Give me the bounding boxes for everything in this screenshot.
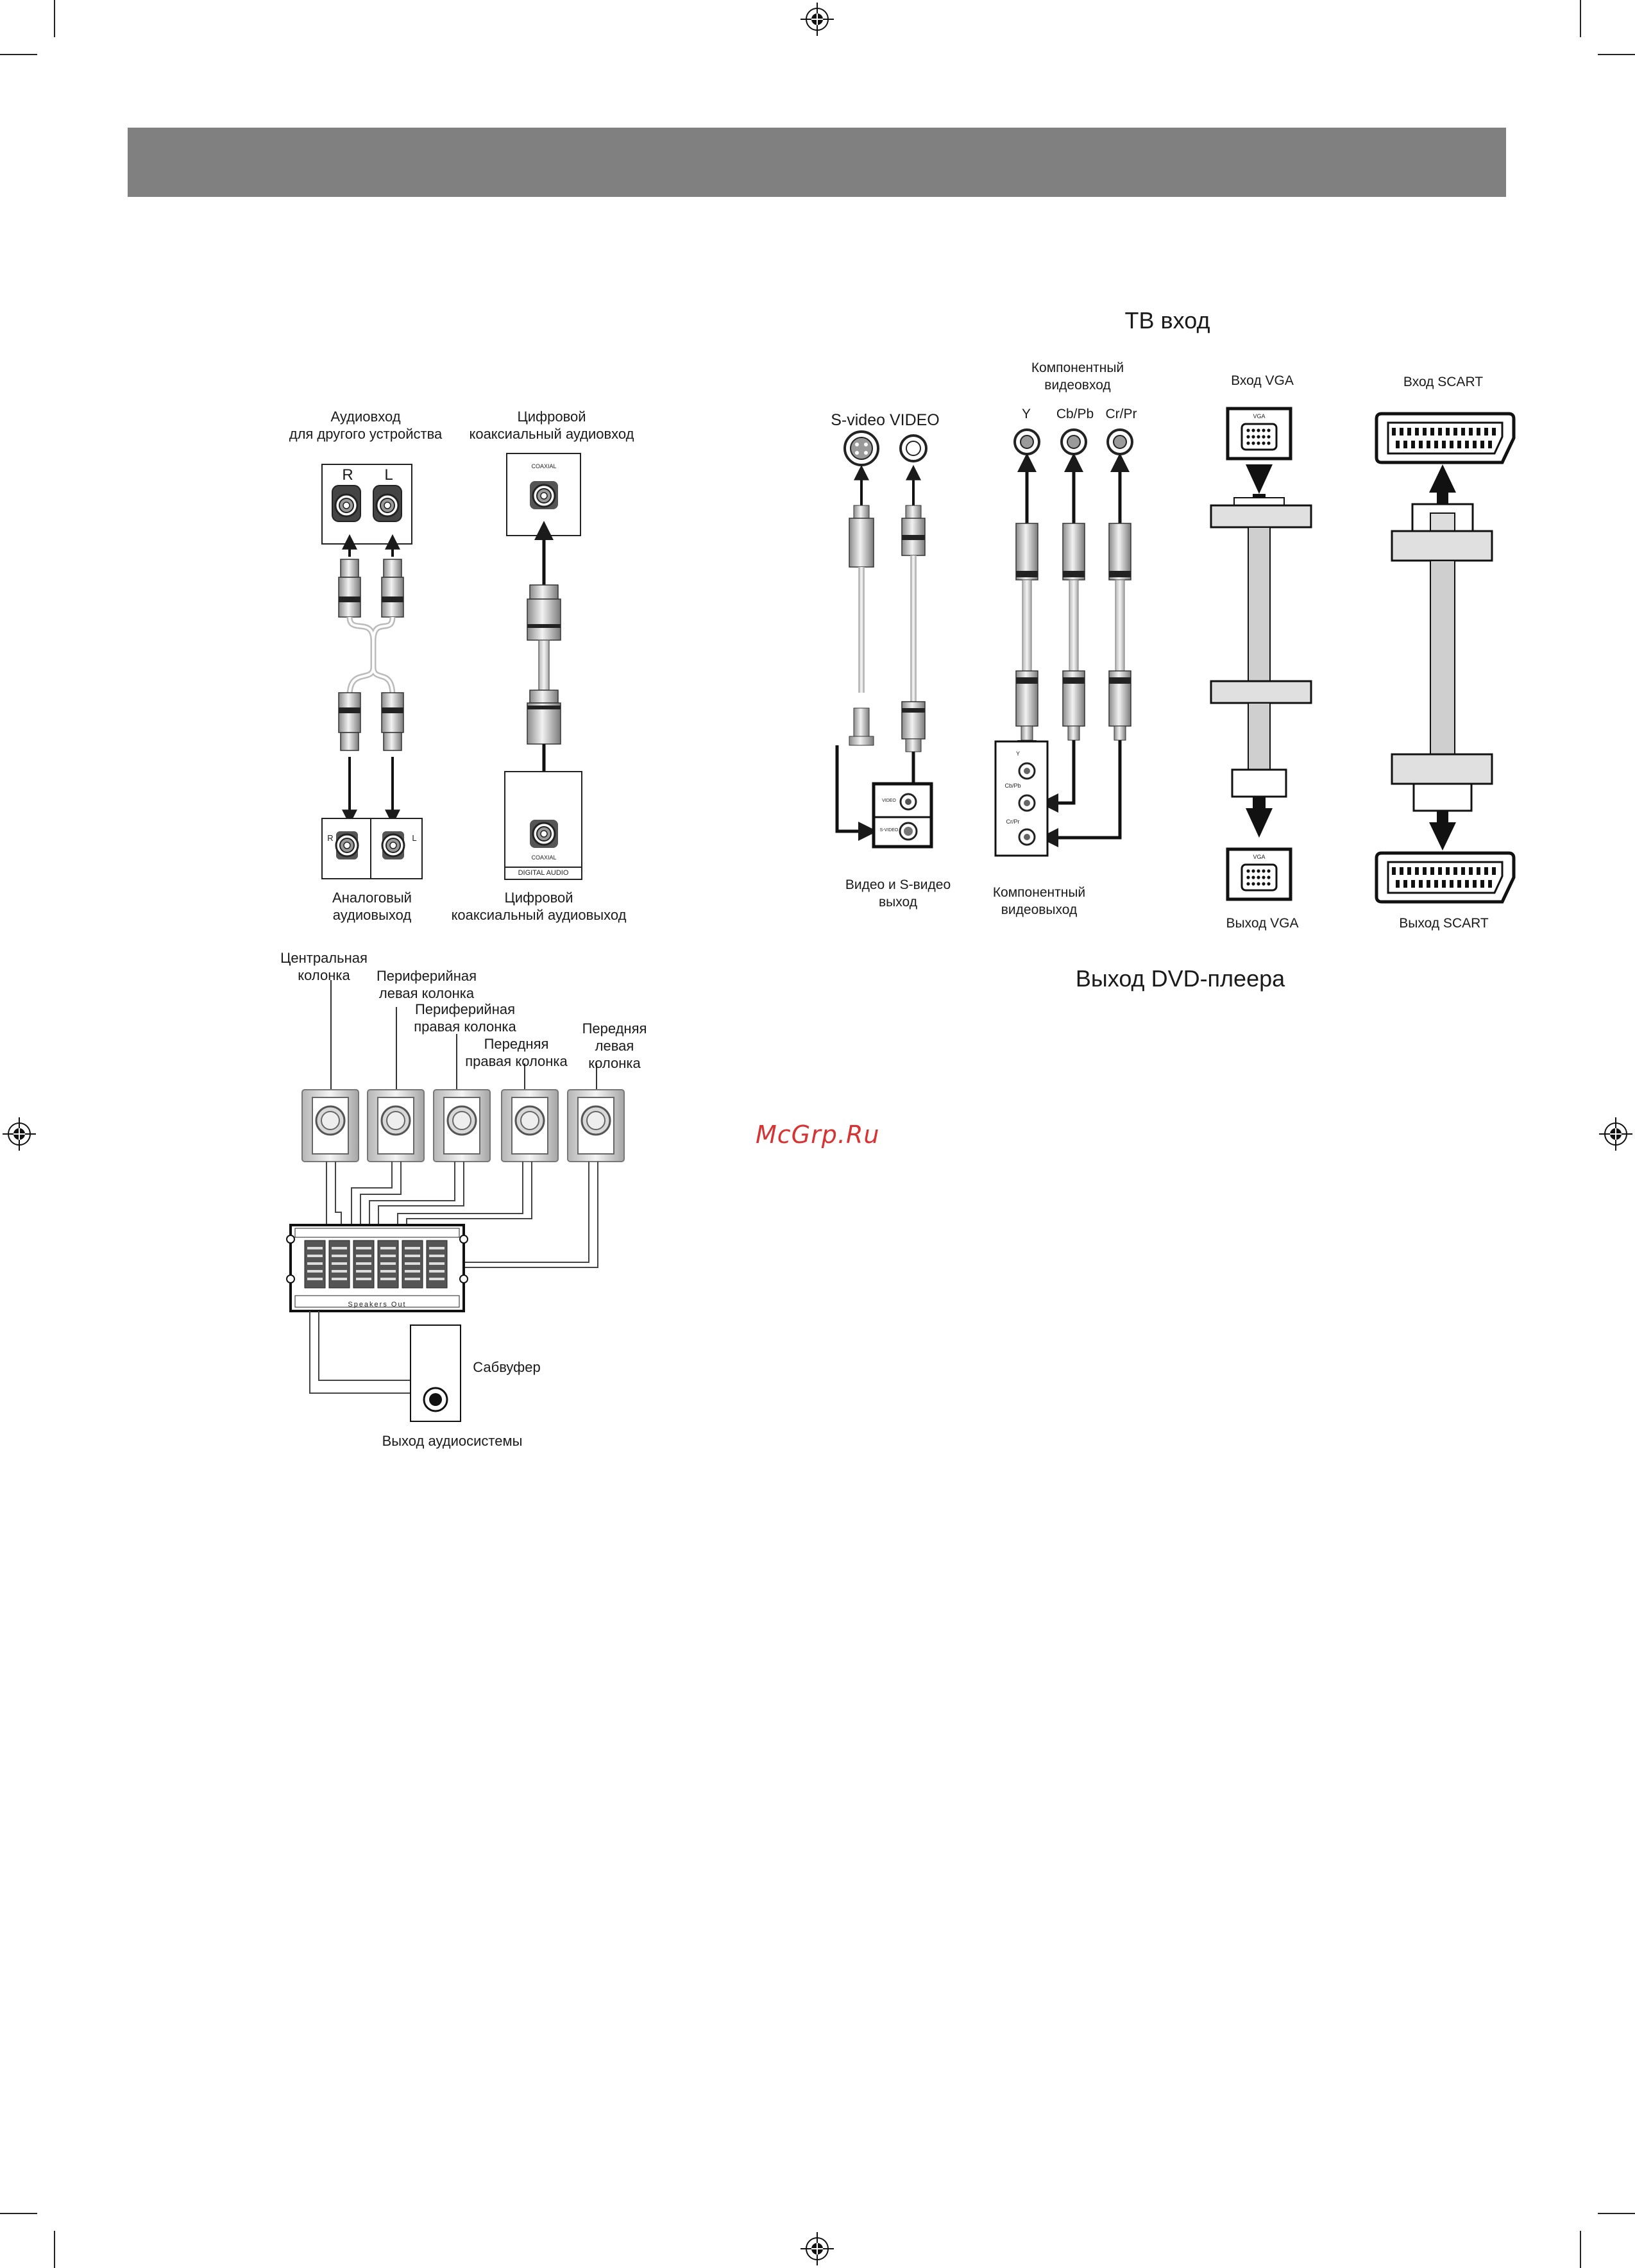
coaxial-output-panel <box>504 771 582 880</box>
speaker-surround-left <box>366 1088 425 1163</box>
video-output-label: Видео и S-видео выход <box>845 877 951 910</box>
analog-audio-input-panel <box>321 464 412 545</box>
scart-output-port <box>1377 853 1514 902</box>
analog-audio-input-label: Аудиовход для другого устройства <box>289 409 443 442</box>
component-in-cb-label: Cb/Pb <box>1056 407 1094 421</box>
digital-audio-tag: DIGITAL AUDIO <box>518 869 569 877</box>
svideo-video-label: S-video VIDEO <box>831 411 940 429</box>
tv-input-title: ТВ вход <box>1124 307 1210 334</box>
subwoofer-box <box>410 1324 461 1422</box>
video-out-tag: VIDEO <box>882 799 896 803</box>
svideo-video-input-jacks <box>843 430 928 466</box>
component-input-label: Компонентный видеовход <box>1031 360 1124 393</box>
subwoofer-label: Сабвуфер <box>473 1359 541 1375</box>
vga-in-port-tag: VGA <box>1253 413 1266 419</box>
component-out-cr-label: Cr/Pr <box>1006 818 1020 825</box>
header-bar <box>128 128 1506 197</box>
vga-input-label: Вход VGA <box>1231 373 1294 388</box>
subwoofer-wires <box>309 1311 411 1394</box>
scart-output-label: Выход SCART <box>1399 916 1489 931</box>
speaker-surround-right <box>432 1088 491 1163</box>
registration-mark-left <box>2 1117 37 1151</box>
component-output-label: Компонентный видеовыход <box>992 885 1086 917</box>
speaker-center <box>301 1088 360 1163</box>
surround-left-speaker-label: Периферийная левая колонка <box>376 968 477 1001</box>
speaker-leader-lines <box>330 980 597 1090</box>
video-output-panel <box>872 782 933 849</box>
component-input-jacks <box>1013 428 1133 455</box>
component-out-y-label: Y <box>1015 750 1020 757</box>
component-in-cr-label: Cr/Pr <box>1105 407 1137 421</box>
surround-right-speaker-label: Периферийная правая колонка <box>414 1001 516 1035</box>
audio-in-r-label: R <box>342 466 353 484</box>
scart-cable <box>1391 464 1493 851</box>
coaxial-input-label: Цифровой коаксиальный аудиовход <box>469 409 634 442</box>
vga-out-port-tag: VGA <box>1253 854 1266 860</box>
speaker-front-right <box>500 1088 559 1163</box>
coaxial-cable <box>527 521 561 836</box>
svideo-video-cables <box>835 464 926 841</box>
front-left-speaker-label: Передняя левая колонка <box>582 1020 647 1071</box>
watermark-text: McGrp.Ru <box>756 1121 880 1149</box>
audio-out-l-label: L <box>412 833 417 843</box>
dvd-output-title: Выход DVD-плеера <box>1075 965 1285 992</box>
analog-audio-output-label: Аналоговый аудиовыход <box>332 890 412 923</box>
coaxial-output-label: Цифровой коаксиальный аудиовыход <box>451 890 627 923</box>
front-right-speaker-label: Передняя правая колонка <box>465 1036 568 1069</box>
scart-input-port <box>1377 414 1514 462</box>
registration-mark-bottom <box>800 2231 834 2266</box>
analog-audio-cable <box>338 534 404 825</box>
registration-mark-right <box>1598 1117 1633 1151</box>
vga-output-label: Выход VGA <box>1226 916 1299 931</box>
component-out-cb-label: Cb/Pb <box>1004 783 1021 789</box>
speakers-out-tag: Speakers Out <box>348 1301 407 1308</box>
analog-audio-output-panel <box>321 818 423 879</box>
registration-mark-top <box>800 2 834 37</box>
svideo-out-tag: S-VIDEO <box>879 828 899 833</box>
audio-system-output-label: Выход аудиосистемы <box>382 1433 523 1449</box>
speaker-wires <box>326 1162 598 1268</box>
coaxial-in-tag: COAXIAL <box>531 463 557 470</box>
center-speaker-label: Центральная колонка <box>280 950 368 983</box>
amplifier-terminal-panel <box>286 1224 468 1312</box>
component-output-panel <box>994 740 1049 857</box>
coaxial-out-tag: COAXIAL <box>531 854 557 861</box>
audio-in-l-label: L <box>384 466 393 484</box>
scart-input-label: Вход SCART <box>1403 375 1484 389</box>
component-in-y-label: Y <box>1021 407 1031 421</box>
audio-out-r-label: R <box>327 833 334 843</box>
vga-cable <box>1210 464 1312 838</box>
component-cables <box>1015 453 1131 847</box>
speaker-front-left <box>566 1088 625 1163</box>
